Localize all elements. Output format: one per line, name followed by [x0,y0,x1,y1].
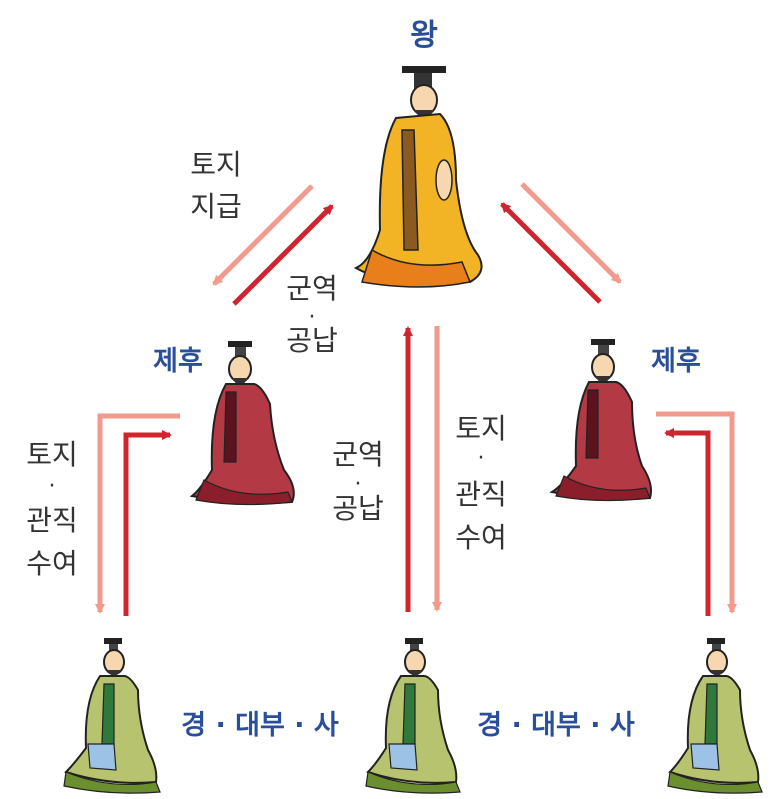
svg-text:공납: 공납 [332,492,384,525]
label-lord-right: 제후 [651,346,701,377]
svg-text:·: · [478,446,485,471]
svg-text:토지: 토지 [190,148,242,181]
arrow-officials-to-lord-right [664,428,711,616]
svg-text:관직: 관직 [455,478,507,511]
note-land-office-center: 토지 · 관직 수여 [455,412,507,554]
official-right-figure [667,638,763,794]
svg-text:군역: 군역 [332,438,384,471]
note-service-from-officials: 군역 · 공납 [332,438,384,525]
svg-text:토지: 토지 [26,438,78,471]
lord-left-figure [189,341,295,506]
arrow-king-to-lord-right [520,182,622,284]
arrow-lord-left-to-king [232,204,334,306]
svg-text:군역: 군역 [286,272,338,305]
arrow-officials-to-lord-left [123,430,172,616]
note-land-grant: 토지 지급 [190,148,242,223]
label-officials-left: 경 · 대부 · 사 [181,710,339,741]
arrow-lord-right-to-officials [656,411,737,614]
lord-right-figure [549,339,652,502]
official-center-figure [365,638,461,794]
label-officials-right: 경 · 대부 · 사 [477,710,635,741]
note-service-to-king: 군역 · 공납 [286,272,338,357]
svg-text:관직: 관직 [26,504,78,537]
svg-text:수여: 수여 [455,521,507,554]
arrow-lord-right-to-king [500,202,602,304]
arrow-king-to-lord-left [212,184,314,286]
svg-text:·: · [355,472,362,497]
label-king: 왕 [410,18,438,53]
arrow-lord-left-to-officials [95,413,180,614]
svg-text:토지: 토지 [455,412,507,445]
svg-text:수여: 수여 [26,547,78,580]
svg-text:·: · [309,305,316,330]
svg-text:공납: 공납 [286,324,338,357]
label-lord-left: 제후 [153,346,203,377]
king-figure [353,66,483,288]
svg-text:·: · [49,474,56,499]
official-left-figure [63,638,161,794]
note-land-office-left: 토지 · 관직 수여 [26,438,78,580]
svg-text:지급: 지급 [190,190,242,223]
